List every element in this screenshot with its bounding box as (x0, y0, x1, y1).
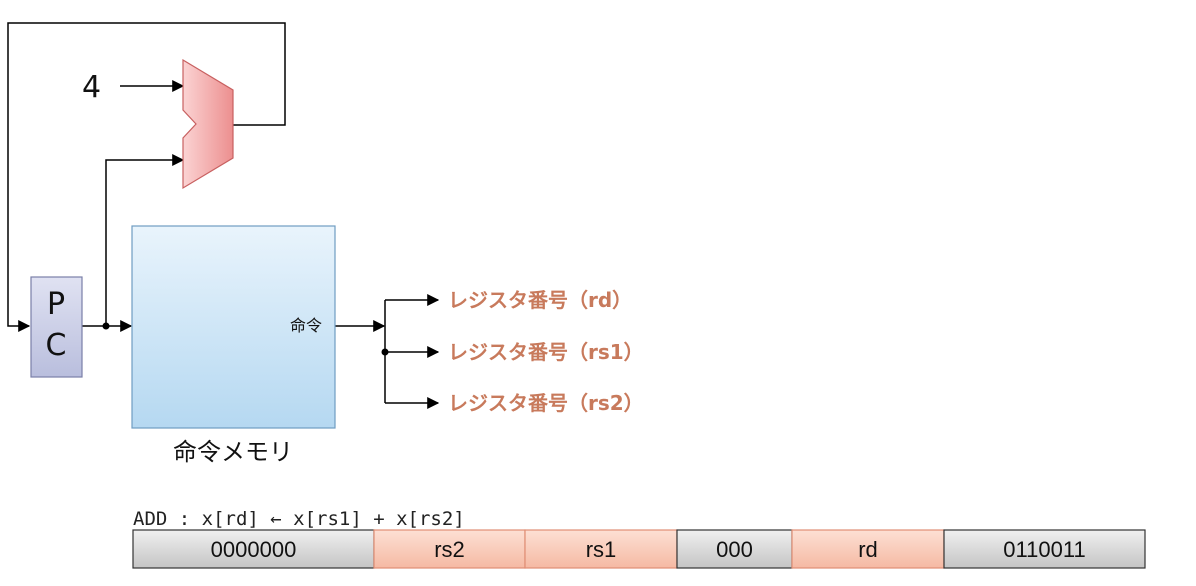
register-output-rs1: レジスタ番号（rs1） (448, 340, 644, 364)
pc-label-bottom: C (46, 328, 67, 363)
program-counter (30, 276, 83, 378)
instruction-memory (131, 225, 336, 429)
junction-dot (102, 322, 110, 330)
instruction-field-box (373, 529, 526, 569)
register-output-rs2: レジスタ番号（rs2） (448, 391, 644, 415)
instruction-field-box (943, 529, 1146, 569)
instruction-field-box (791, 529, 945, 569)
pc-to-adder-wire (105, 154, 185, 326)
register-output-rd: レジスタ番号（rd） (448, 288, 632, 312)
instruction-field-label: 000 (716, 537, 753, 562)
instruction-field-box (132, 529, 375, 569)
instruction-field-box (524, 529, 678, 569)
instruction-format: 0000000 rs2 rs1 000 rd 0110011 (132, 529, 1146, 569)
instruction-field-label: rs2 (434, 537, 465, 562)
instruction-field-label: rd (858, 537, 878, 562)
memory-title: 命令メモリ (173, 438, 293, 466)
memory-output-label: 命令 (290, 316, 322, 335)
pc-label-top: P (47, 287, 65, 322)
instruction-field-box (676, 529, 793, 569)
instruction-assembly: ADD : x[rd] ← x[rs1] + x[rs2] (133, 508, 465, 530)
instruction-field-label: 0000000 (211, 537, 297, 562)
adder-constant-label: 4 (82, 70, 101, 105)
feedback-wire (7, 22, 286, 332)
adder (182, 58, 234, 190)
instruction-field-label: rs1 (586, 537, 617, 562)
junction-dot (381, 348, 389, 356)
instruction-field-label: 0110011 (1003, 537, 1085, 562)
